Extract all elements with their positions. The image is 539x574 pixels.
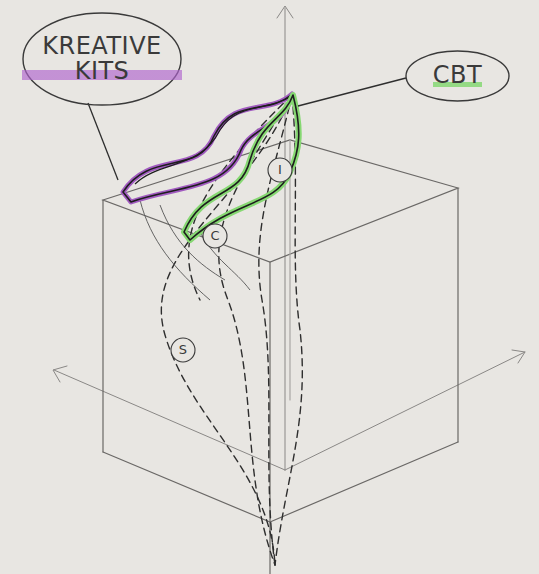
circled-letter: C: [202, 223, 228, 249]
axis-arrowhead: [512, 350, 525, 363]
leaf-outline: [184, 95, 299, 240]
callout-letter: C: [210, 229, 219, 243]
circled-letter: I: [267, 157, 293, 183]
axis-arrowhead: [277, 6, 293, 18]
right-axis: [285, 352, 525, 470]
ellipse-outline: [23, 13, 181, 105]
purple-leaf: [123, 94, 292, 202]
callout-letter: S: [179, 343, 187, 357]
callout-ellipse: CBT: [405, 50, 510, 102]
callout-ellipse: KREATIVE KITS: [22, 12, 182, 106]
vertical-axis: [285, 8, 286, 470]
axis-arrowhead: [53, 366, 67, 382]
left-axis: [54, 370, 285, 470]
leader-line: [88, 103, 118, 180]
leader-line: [298, 78, 406, 106]
circle-outline: [268, 158, 292, 182]
cube-top-face: [103, 140, 458, 262]
dashed-path: [189, 95, 292, 300]
green-leaf: [184, 95, 299, 240]
circle-outline: [203, 224, 227, 248]
circled-letter: S: [170, 337, 196, 363]
cube-edge: [270, 442, 458, 522]
ellipse-outline: [406, 51, 509, 101]
callout-letter: I: [278, 163, 282, 177]
leaf-vein: [135, 97, 290, 184]
callout-label: CBT: [433, 63, 482, 88]
pencil-stroke: [140, 200, 210, 300]
cube-edge: [103, 452, 270, 522]
callout-label: KREATIVE KITS: [22, 34, 182, 84]
cube-edge: [102, 200, 103, 452]
circle-outline: [171, 338, 195, 362]
cube-edge: [457, 188, 458, 442]
leaf-outline: [123, 94, 292, 202]
dashed-path: [161, 95, 292, 565]
